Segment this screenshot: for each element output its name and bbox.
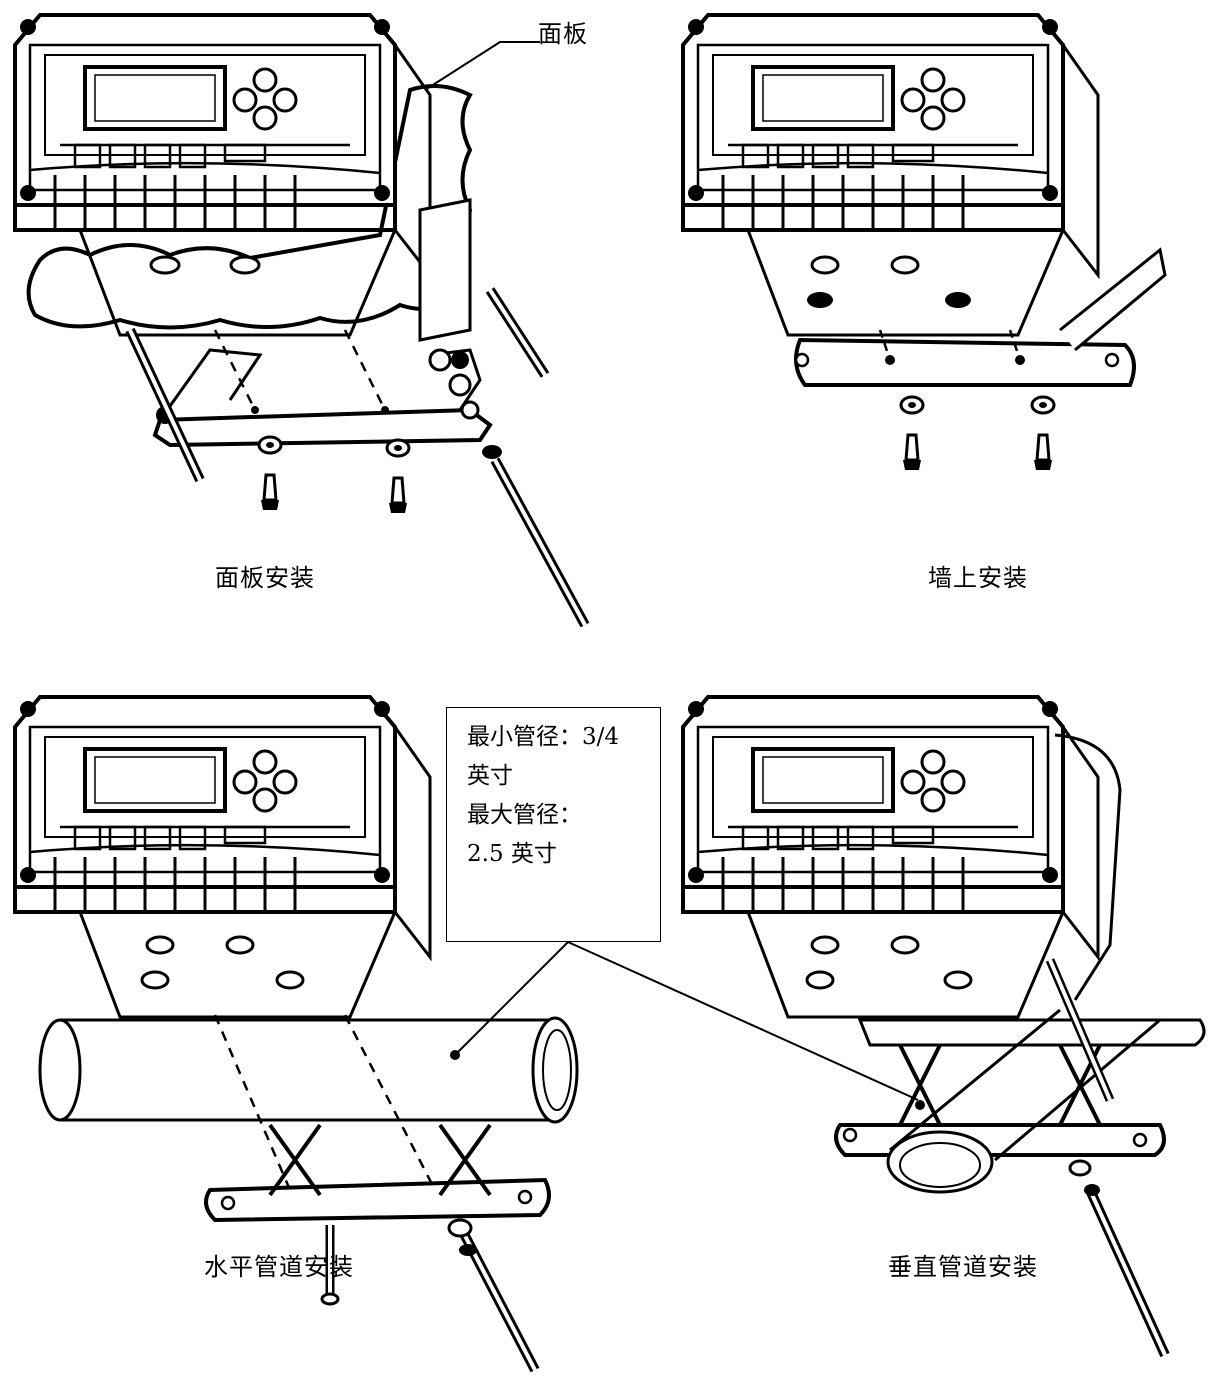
wall-mount-drawing [681, 13, 1167, 472]
note-leader-right [567, 941, 919, 1101]
wall-mount-caption: 墙上安装 [928, 564, 1028, 592]
panel-callout-label: 面板 [538, 20, 588, 48]
vertical-pipe-caption: 垂直管道安装 [888, 1253, 1038, 1281]
note-line-max: 最大管径： [467, 802, 582, 828]
note-line-min-unit: 英寸 [467, 763, 513, 789]
pipe-diameter-note: 最小管径：3/4 英寸 最大管径： 2.5 英寸 [446, 707, 661, 942]
panel-mount-caption: 面板安装 [215, 564, 315, 592]
note-line-min: 最小管径：3/4 [467, 724, 620, 750]
note-line-max-value: 2.5 英寸 [467, 841, 557, 867]
vertical-pipe-drawing [681, 695, 1206, 1358]
note-leader-left [457, 941, 569, 1053]
horizontal-pipe-drawing [13, 695, 579, 1373]
horizontal-pipe-caption: 水平管道安装 [204, 1253, 354, 1281]
panel-mount-drawing [13, 13, 590, 628]
